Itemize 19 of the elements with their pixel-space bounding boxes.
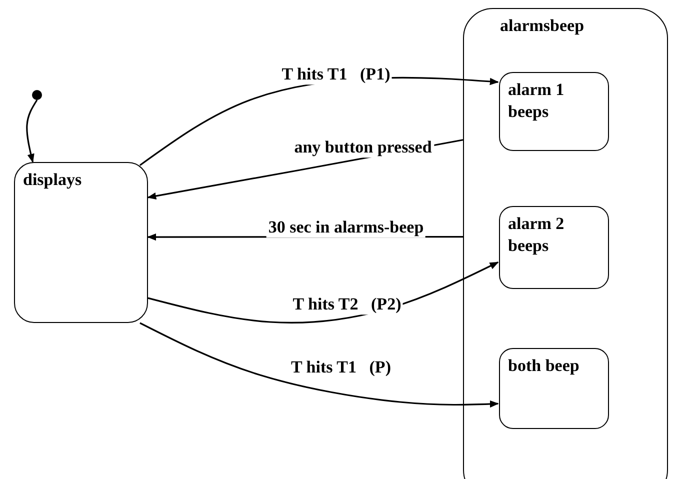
arrow bbox=[26, 100, 38, 163]
edge-label: T hits T1 (P1) bbox=[280, 66, 392, 84]
state-box bbox=[499, 206, 609, 289]
state-name: alarmsbeep bbox=[500, 15, 586, 37]
arrow bbox=[148, 262, 499, 324]
state-box bbox=[499, 72, 609, 151]
edge-label: 30 sec in alarms-beep bbox=[266, 218, 426, 238]
state-name: both beep bbox=[508, 355, 580, 377]
arrow bbox=[140, 322, 499, 408]
state-name: alarm 2 beeps bbox=[508, 213, 566, 258]
state-name: displays bbox=[23, 169, 83, 191]
edge-label: T hits T1 (P) bbox=[289, 358, 393, 378]
edge-label: any button pressed bbox=[292, 138, 434, 158]
state-box bbox=[499, 348, 609, 429]
state-box bbox=[14, 162, 148, 323]
state-name: alarm 1 beeps bbox=[508, 79, 566, 124]
edge-label: T hits T2 (P2) bbox=[290, 296, 404, 314]
initial-state-dot bbox=[32, 90, 42, 100]
composite-state bbox=[463, 8, 668, 479]
